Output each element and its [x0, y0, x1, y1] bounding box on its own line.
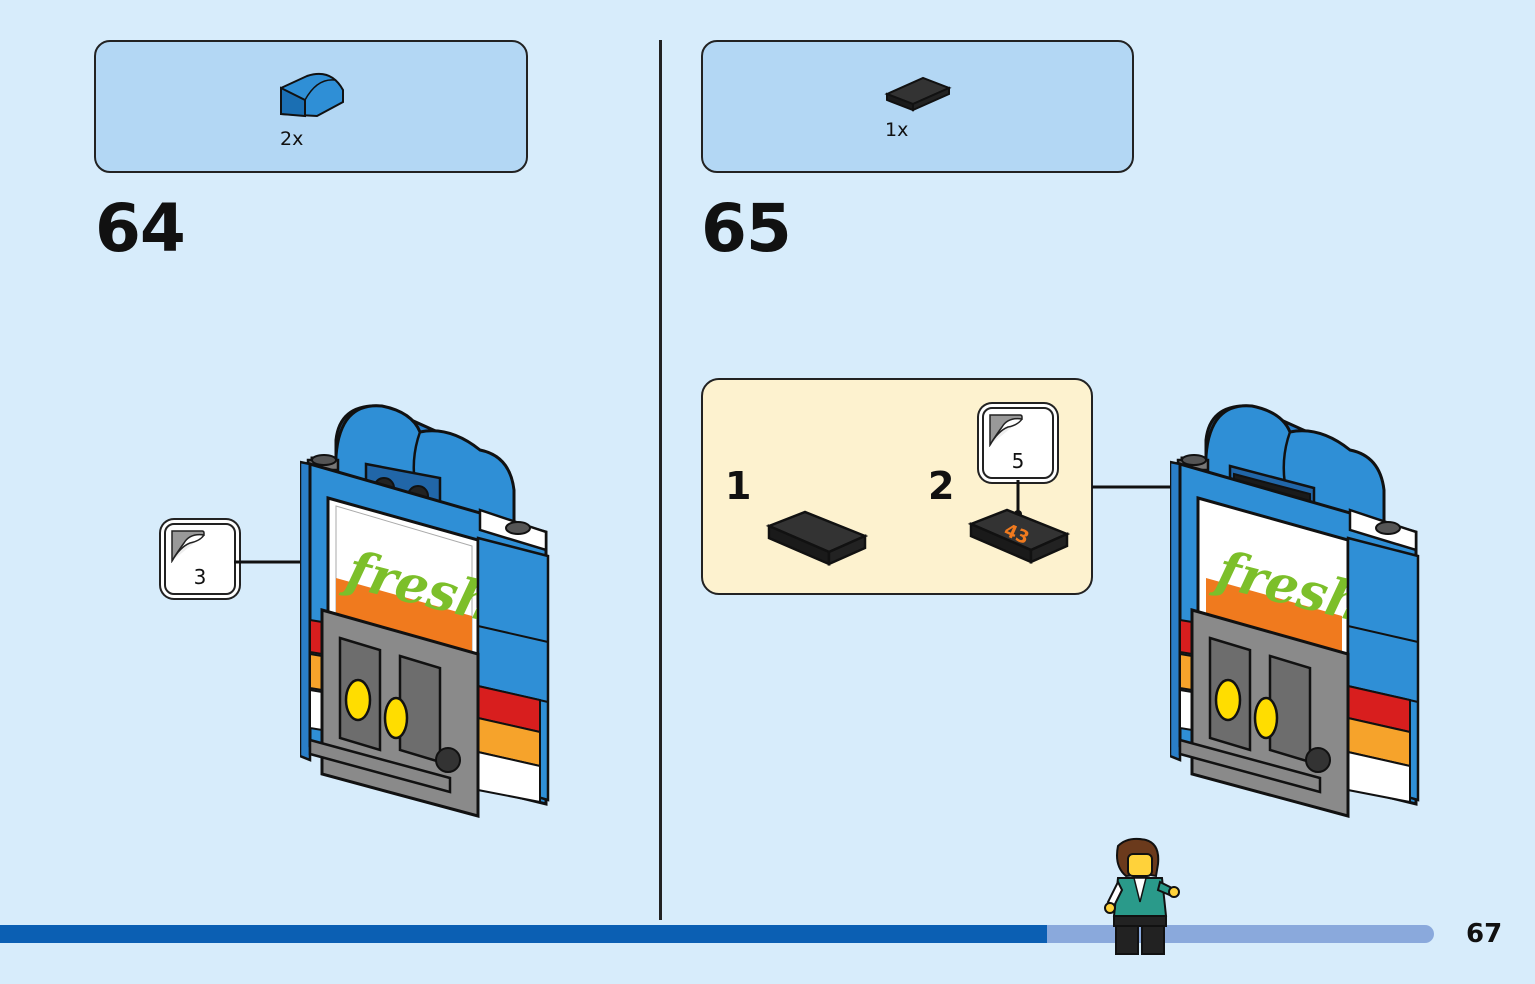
parts-box-step-64: 2x: [94, 40, 528, 173]
sticker-reference: 3: [164, 523, 236, 595]
black-tile-icon: [884, 76, 952, 112]
substep-box: 1 2 5 43: [701, 378, 1093, 595]
sticker-number: 3: [193, 565, 207, 589]
step-number: 65: [701, 190, 792, 267]
kiosk-model: fresh: [300, 404, 550, 818]
step-number: 64: [95, 190, 186, 267]
sticker-number: 5: [1011, 449, 1025, 473]
sticker-peel-icon: [989, 414, 1023, 447]
page-number: 67: [1466, 919, 1503, 949]
progress-bar: [0, 925, 1434, 943]
substep-number: 1: [725, 464, 752, 508]
sticker-reference: 5: [982, 407, 1054, 479]
kiosk-model: 43 fresh: [1170, 404, 1420, 818]
part-quantity: 2x: [280, 128, 304, 150]
black-tile-43-icon: 43: [967, 508, 1071, 564]
sticker-peel-icon: [171, 530, 205, 563]
part-quantity: 1x: [885, 119, 909, 141]
step-divider: [659, 40, 662, 920]
substep-number: 2: [928, 464, 955, 508]
progress-bar-fill: [0, 925, 1047, 943]
parts-box-step-65: 1x: [701, 40, 1134, 173]
blue-curved-slope-icon: [280, 72, 344, 118]
minifigure-icon: [1104, 837, 1180, 955]
black-tile-icon: [765, 510, 869, 566]
